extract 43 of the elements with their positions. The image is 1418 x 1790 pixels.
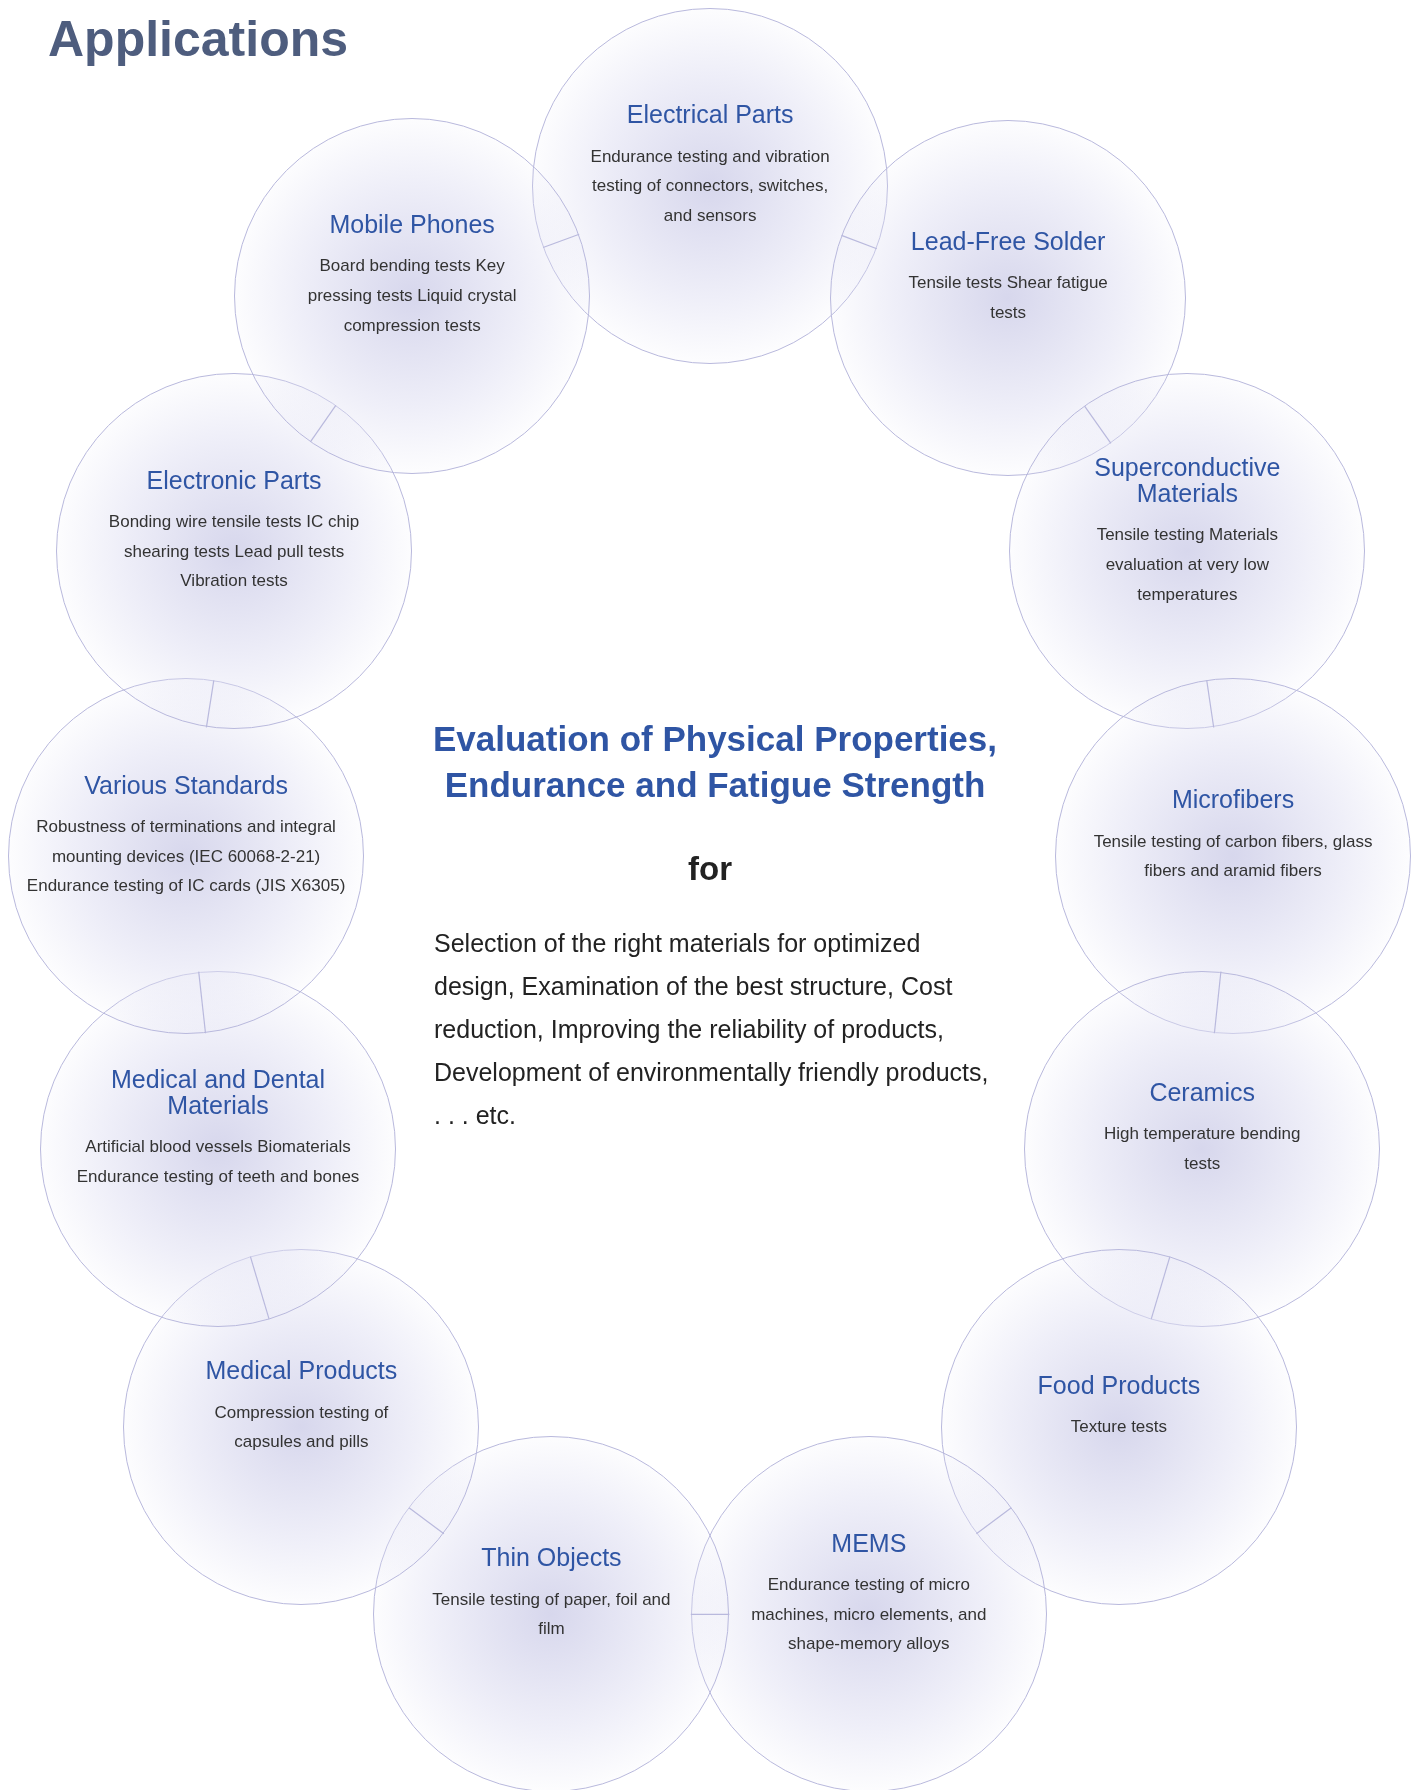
connector-line <box>1206 679 1215 729</box>
test-description: Texture tests <box>1069 1416 1169 1439</box>
test-description: Compression testing of capsules and pills <box>213 1401 390 1454</box>
connector-line <box>975 1507 1012 1535</box>
application-heading: Mobile Phones <box>328 210 496 238</box>
connector-line <box>198 971 207 1034</box>
connector-line <box>1084 405 1112 444</box>
test-description: Endurance testing of micro machines, micro elements, and shape-memory alloys <box>750 1573 988 1656</box>
test-description: Tensile tests Shear fatigue tests <box>907 272 1109 325</box>
connector-line <box>1150 1256 1171 1320</box>
connector-line <box>408 1507 445 1535</box>
test-description: Tensile testing of carbon fibers, glass fibers and aramid fibers <box>1092 830 1374 883</box>
application-heading: Electrical Parts <box>625 101 795 128</box>
application-heading: Thin Objects <box>480 1544 623 1571</box>
test-description: Tensile testing of paper, foil and film <box>431 1588 672 1641</box>
center-heading: Evaluation of Physical Properties, Endurance and Fatigue Strength <box>431 718 999 806</box>
connector-line <box>249 1256 270 1320</box>
test-description: Artificial blood vessels Biomaterials Endurance testing of teeth and bones <box>75 1136 361 1188</box>
connector-line <box>205 679 215 728</box>
test-description: Bonding wire tensile tests IC chip shearing tests Lead pull tests Vibration tests <box>107 510 361 593</box>
application-heading: Electronic Parts <box>145 466 323 493</box>
purpose-paragraph: Selection of the right materials for optimized design, Examination of the best structure, Cost reduction, Improving the reliability of products, Development of environmentally friendly products, . . . etc. <box>434 928 990 1131</box>
application-heading: Medical Products <box>204 1357 399 1384</box>
application-heading: Superconductive Materials <box>1093 453 1282 507</box>
application-heading: Various Standards <box>83 771 289 798</box>
connector-line <box>309 404 337 443</box>
application-heading: Ceramics <box>1148 1078 1256 1105</box>
test-description: Board bending tests Key pressing tests Liquid crystal compression tests <box>306 255 518 337</box>
connector-line <box>1213 970 1222 1034</box>
connector-line <box>690 1613 730 1615</box>
test-description: Endurance testing and vibration testing of connectors, switches, and sensors <box>589 145 831 228</box>
application-heading: MEMS <box>830 1529 908 1556</box>
application-heading: Lead-Free Solder <box>909 228 1107 255</box>
test-description: Robustness of terminations and integral mounting devices (IEC 60068-2-21) Endurance testing of IC cards (JIS X6305) <box>25 815 347 898</box>
connector-line <box>542 233 580 249</box>
application-heading: Medical and Dental Materials <box>110 1065 327 1119</box>
test-description: Tensile testing Materials evaluation at very low temperatures <box>1095 524 1280 606</box>
page-title: Applications <box>48 10 349 68</box>
application-heading: Food Products <box>1036 1372 1202 1399</box>
test-description: High temperature bending tests <box>1102 1122 1302 1175</box>
connector-word: for <box>687 849 733 889</box>
connector-line <box>840 234 878 250</box>
application-heading: Microfibers <box>1170 786 1296 813</box>
